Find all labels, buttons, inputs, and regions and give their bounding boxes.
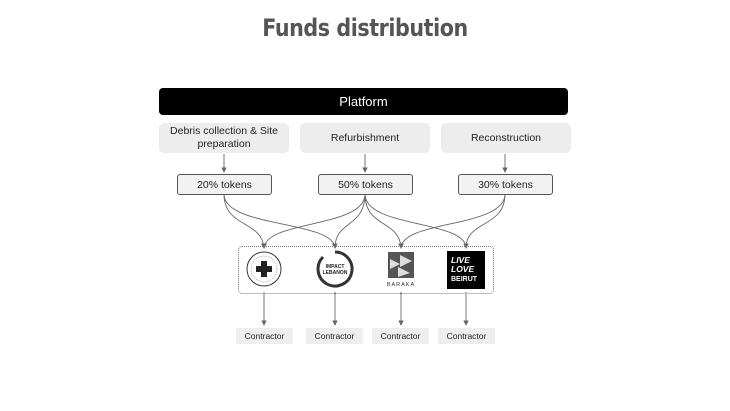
impact-lebanon-logo: IMPACT LEBANON: [316, 250, 354, 288]
phase-reconstruction: Reconstruction: [441, 123, 571, 153]
impact-line2: LEBANON: [323, 270, 348, 276]
baraka-logo: BARAKA: [387, 252, 415, 288]
contractor-box-2: Contractor: [306, 328, 363, 344]
organizations-group: [238, 246, 494, 294]
live-love-beirut-logo: LIVE LOVE BEIRUT: [447, 251, 485, 289]
impact-line1: IMPACT: [326, 264, 345, 270]
token-box-20: 20% tokens: [177, 174, 272, 195]
contractor-box-4: Contractor: [438, 328, 495, 344]
phase-label: Reconstruction: [470, 131, 542, 144]
page-title: Funds distribution: [262, 14, 468, 42]
contractor-box-3: Contractor: [372, 328, 429, 344]
platform-bar: Platform: [159, 88, 568, 115]
llb-line3: BEIRUT: [451, 276, 478, 283]
llb-line1: LIVE: [451, 255, 470, 265]
contractor-box-1: Contractor: [236, 328, 293, 344]
phase-debris-collection: Debris collection & Site preparation: [159, 123, 289, 153]
llb-line2: LOVE: [451, 264, 474, 274]
phase-label: Refurbishment: [330, 131, 400, 144]
red-cross-logo: [246, 251, 282, 287]
token-box-50: 50% tokens: [318, 174, 413, 195]
phase-refurbishment: Refurbishment: [300, 123, 430, 153]
phase-label: Debris collection & Site preparation: [170, 125, 278, 150]
token-box-30: 30% tokens: [458, 174, 553, 195]
baraka-text: BARAKA: [387, 282, 415, 288]
